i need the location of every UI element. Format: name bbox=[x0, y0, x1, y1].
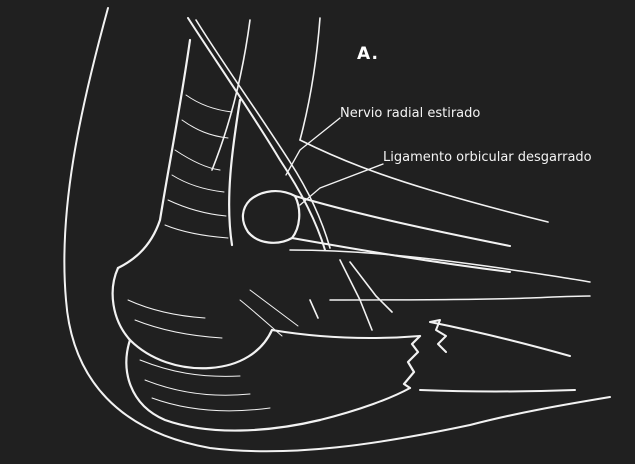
forearm-mid-contour bbox=[290, 250, 590, 282]
forearm-lower-contour bbox=[330, 296, 590, 300]
ulna-lower bbox=[320, 388, 410, 420]
humerus-right-edge bbox=[229, 100, 240, 245]
arm-skin-outline bbox=[64, 8, 610, 451]
humerus bbox=[118, 40, 190, 268]
upper-arm-contour-2 bbox=[300, 18, 320, 140]
olecranon-shading bbox=[128, 290, 298, 411]
torn-ligament bbox=[310, 260, 392, 330]
humerus-shading bbox=[165, 95, 232, 238]
upper-arm-contour bbox=[212, 20, 250, 170]
ligament-label: Ligamento orbicular desgarrado bbox=[383, 150, 592, 165]
ulna-distal-fragment bbox=[420, 320, 575, 392]
ulna-fracture bbox=[404, 336, 420, 388]
radial-head bbox=[243, 191, 299, 243]
radius-shaft bbox=[292, 196, 510, 272]
nerve-label: Nervio radial estirado bbox=[340, 106, 480, 121]
humeral-condyles bbox=[113, 268, 272, 368]
olecranon bbox=[126, 340, 320, 431]
ulna-upper bbox=[272, 330, 420, 338]
panel-letter: A. bbox=[357, 44, 379, 64]
